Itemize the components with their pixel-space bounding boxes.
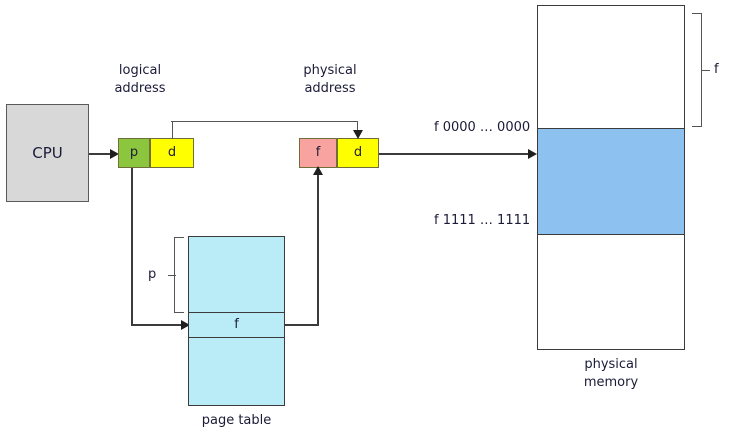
- physical-offset-field: d: [337, 138, 379, 168]
- logical-offset-field: d: [150, 138, 194, 168]
- page-index-bracket-tick: [168, 275, 176, 276]
- logical-address-caption-line2: address: [114, 81, 166, 96]
- physical-memory-caption-line1: physical: [584, 357, 638, 372]
- offset-connector-arrowhead: [353, 130, 363, 139]
- page-number-connector-drop: [131, 168, 133, 326]
- offset-connector-span: [171, 121, 358, 122]
- page-table-caption: page table: [201, 413, 272, 428]
- frame-connector-arrowhead: [313, 166, 323, 175]
- frame-size-bracket-label: f: [714, 62, 719, 77]
- frame-connector-riser: [317, 174, 319, 326]
- page-table-upper-section: [188, 236, 285, 313]
- cpu-to-logical-line: [89, 153, 111, 155]
- physical-address-caption-line1: physical: [303, 63, 357, 78]
- physical-address-caption-line2: address: [304, 81, 356, 96]
- page-table-entry-f: f: [188, 312, 285, 338]
- frame-end-address-label: f 1111 … 1111: [434, 213, 531, 228]
- physical-address-to-memory-line: [379, 153, 531, 155]
- cpu-box: CPU: [6, 104, 89, 202]
- frame-connector-run: [285, 324, 318, 326]
- page-table-lower-section: [188, 337, 285, 406]
- page-number-connector-arrowhead: [181, 320, 190, 330]
- page-number-connector-run: [131, 324, 187, 326]
- logical-address-caption-line1: logical: [118, 63, 162, 78]
- frame-start-address-label: f 0000 … 0000: [434, 120, 531, 135]
- physical-frame-number-field: f: [299, 138, 337, 168]
- offset-connector-riser: [172, 121, 173, 139]
- physical-memory-caption-line2: memory: [583, 375, 639, 390]
- offset-connector-dropper: [357, 121, 358, 134]
- frame-size-bracket: [692, 13, 702, 127]
- physical-address-to-memory-arrowhead: [528, 149, 537, 159]
- cpu-label: CPU: [32, 144, 63, 162]
- page-index-bracket-label: p: [148, 267, 157, 282]
- physical-memory-target-frame: [538, 128, 684, 235]
- frame-size-bracket-tick: [702, 70, 710, 71]
- logical-page-number-field: p: [118, 138, 150, 168]
- cpu-to-logical-arrowhead: [110, 149, 119, 159]
